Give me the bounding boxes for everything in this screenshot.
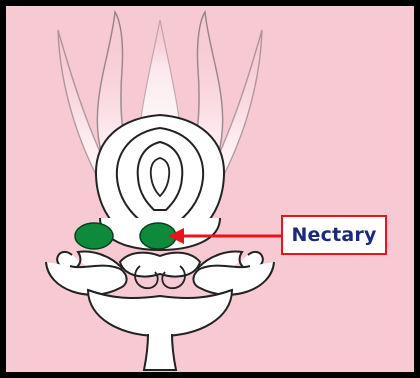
sepals [46,252,274,295]
ovary-and-stalk [88,290,232,370]
nectary-label: Nectary [291,224,376,246]
nectary-left [75,223,113,249]
nectary-label-box: Nectary [281,215,387,255]
